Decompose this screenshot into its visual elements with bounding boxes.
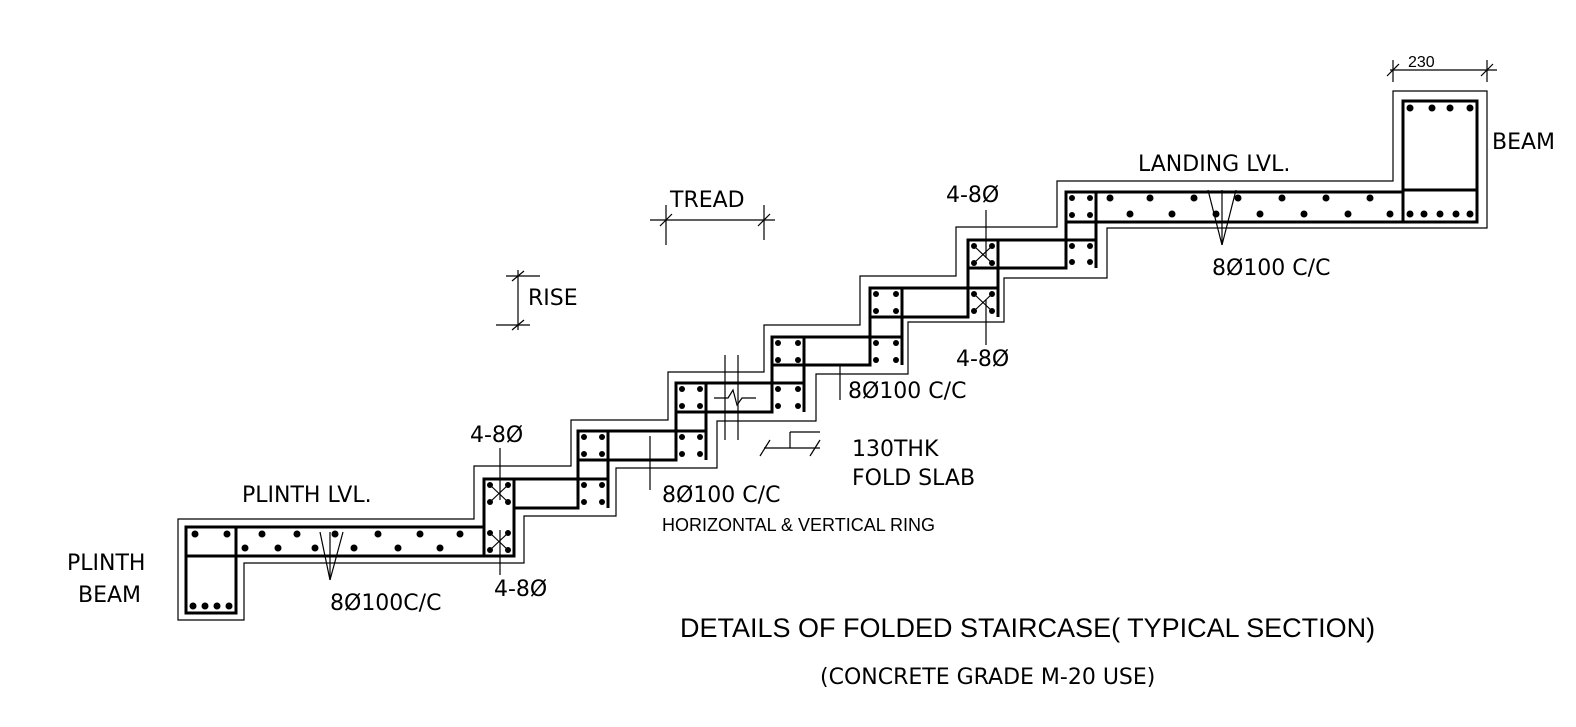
mid-bar-label: 8Ø100 C/C: [848, 379, 966, 404]
bar-4-8-lower-right-label: 4-8Ø: [956, 347, 1009, 372]
ring-bar-label: 8Ø100 C/C: [662, 483, 780, 508]
plinth-beam-label-line1: PLINTH: [67, 551, 145, 576]
landing-bar-label: 8Ø100 C/C: [1212, 256, 1330, 281]
plinth-beam-label-line2: BEAM: [78, 583, 141, 608]
bar-4-8-upper-right-label: 4-8Ø: [946, 183, 999, 208]
beam-label: BEAM: [1492, 130, 1555, 155]
fold-slab-label-line2: FOLD SLAB: [852, 466, 975, 491]
drawing-title: DETAILS OF FOLDED STAIRCASE( TYPICAL SEC…: [680, 613, 1375, 643]
concrete-outline: [177, 90, 1488, 621]
plinth-bar-label: 8Ø100C/C: [330, 591, 441, 616]
stirrup-cross-marks: [489, 245, 993, 551]
ring-note-label: HORIZONTAL & VERTICAL RING: [662, 515, 935, 535]
drawing-subtitle: (CONCRETE GRADE M-20 USE): [820, 665, 1155, 690]
leader-lines: [319, 60, 1497, 581]
landing-level-label: LANDING LVL.: [1138, 152, 1290, 177]
rise-label: RISE: [528, 286, 578, 311]
tread-label: TREAD: [669, 188, 745, 213]
dimension-230-label: 230: [1408, 54, 1435, 71]
fold-slab-label-line1: 130THK: [852, 437, 939, 462]
plinth-level-label: PLINTH LVL.: [242, 483, 372, 508]
bar-4-8-lower-left-label: 4-8Ø: [494, 577, 547, 602]
concrete-section: [184, 99, 1479, 615]
bar-4-8-upper-left-label: 4-8Ø: [470, 423, 523, 448]
